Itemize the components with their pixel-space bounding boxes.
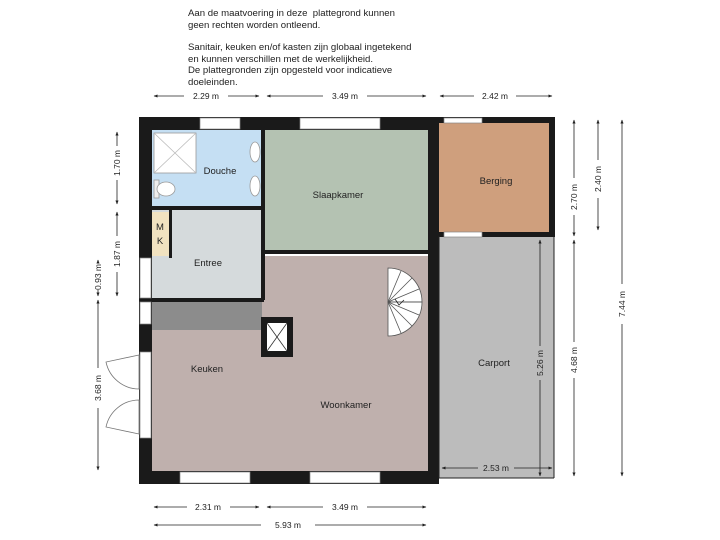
dim-right-berging: 2.40 m (593, 166, 603, 192)
room-label-entree: Entree (194, 258, 222, 269)
window (443, 117, 483, 124)
window (139, 257, 152, 299)
doors (105, 354, 140, 435)
window (443, 231, 483, 238)
dim-right-lower: 4.68 m (569, 347, 579, 373)
window (139, 351, 152, 439)
wall (261, 117, 265, 260)
chimney (261, 317, 293, 357)
dim-left-upper: 1.70 m (112, 150, 122, 176)
dim-left-small: 0.93 m (93, 264, 103, 290)
wall (262, 250, 430, 254)
wall (152, 298, 264, 302)
wall (152, 206, 264, 210)
kitchen-counter (152, 302, 262, 330)
bathroom-fixtures (153, 132, 261, 199)
dimension-labels: 2.29 m 3.49 m 2.42 m 2.31 m 3.49 m 5.93 … (93, 91, 627, 530)
room-label-carport: Carport (478, 358, 510, 369)
dim-right-upper: 2.70 m (569, 184, 579, 210)
room-labels: Douche Slaapkamer Berging M K Entree Keu… (156, 166, 512, 411)
note-line: en kunnen verschillen met de werkelijkhe… (188, 53, 374, 65)
note-line: Aan de maatvoering in deze plattegrond k… (188, 8, 395, 19)
dim-bottom-mid: 3.49 m (332, 502, 358, 512)
dim-carport-depth: 5.26 m (535, 350, 545, 376)
toilet-bowl (156, 181, 176, 197)
door-swing (105, 354, 140, 390)
sink (249, 141, 261, 163)
window (199, 117, 241, 130)
room-label-douche: Douche (204, 166, 237, 177)
wall (437, 117, 554, 123)
dimension-lines (96, 94, 624, 527)
room-label-keuken: Keuken (191, 364, 223, 375)
room-label-woonkamer: Woonkamer (320, 400, 371, 411)
room-label-berging: Berging (480, 176, 513, 187)
dim-top-right: 2.42 m (482, 91, 508, 101)
window (299, 117, 381, 130)
wall (428, 117, 439, 484)
dim-carport-width: 2.53 m (483, 463, 509, 473)
dim-left-lower: 3.68 m (93, 375, 103, 401)
window (139, 301, 152, 325)
carport-structure (438, 236, 555, 479)
dim-right-total: 7.44 m (617, 291, 627, 317)
room-label-mk-k: K (157, 236, 164, 247)
room-label-slaapkamer: Slaapkamer (313, 190, 364, 201)
note-line: De plattegronden zijn opgesteld voor ind… (188, 65, 393, 77)
window (179, 471, 251, 484)
carport-area (438, 236, 554, 478)
slaapkamer-room (264, 130, 428, 252)
dim-bottom-left: 2.31 m (195, 502, 221, 512)
spiral-stair (387, 267, 423, 337)
window (309, 471, 381, 484)
wall (549, 117, 555, 237)
dim-top-mid: 3.49 m (332, 91, 358, 101)
note-line: Sanitair, keuken en/of kasten zijn globa… (188, 42, 412, 54)
wall (261, 252, 265, 300)
note-line: geen rechten worden ontleend. (188, 19, 321, 31)
disclaimer-note: Aan de maatvoering in deze plattegrond k… (188, 8, 411, 89)
door-swing (105, 399, 140, 435)
dim-left-mid: 1.87 m (112, 241, 122, 267)
meterkast-overlay (152, 212, 170, 256)
dim-top-left: 2.29 m (193, 91, 219, 101)
sink (249, 175, 261, 197)
windows (139, 117, 483, 484)
wall (437, 232, 555, 237)
wall (169, 210, 172, 258)
room-label-mk-m: M (156, 222, 164, 233)
note-line: doeleinden. (188, 76, 238, 88)
dim-bottom-total: 5.93 m (275, 520, 301, 530)
berging-room (438, 118, 550, 233)
